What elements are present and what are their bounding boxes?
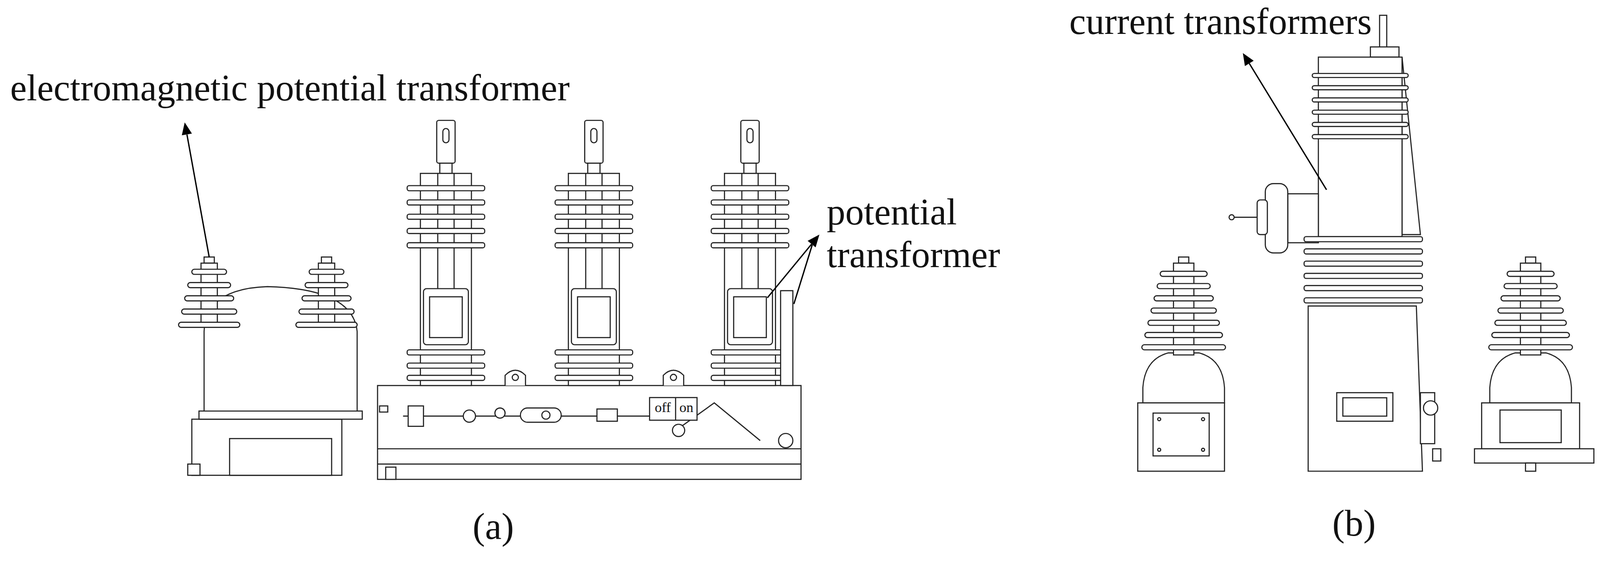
breaker-frame <box>778 433 793 448</box>
transformer-base <box>1157 448 1161 452</box>
breaker-frame <box>512 374 519 381</box>
breaker-side-view <box>1303 297 1423 303</box>
breaker-side-view <box>1370 46 1399 58</box>
pole-potential-transformer <box>780 290 793 386</box>
em-potential-transformer <box>309 269 344 275</box>
breaker-frame <box>408 406 424 427</box>
breaker-side-view <box>1432 448 1442 461</box>
breaker-side-view <box>1312 98 1409 103</box>
breaker-side-view <box>1343 397 1387 417</box>
leader-arrow <box>767 243 812 298</box>
breaker-frame <box>672 424 685 437</box>
switch-label: on <box>679 400 694 415</box>
switch-label: off <box>654 400 671 415</box>
breaker-side-view <box>1257 199 1268 235</box>
breaker-side-view <box>1229 214 1235 220</box>
breaker-frame <box>597 408 618 422</box>
breaker-frame <box>379 406 389 413</box>
em-potential-transformer <box>229 438 332 476</box>
transformer-base <box>1201 417 1205 422</box>
breaker-side-view <box>1265 183 1288 253</box>
em-potential-transformer <box>184 296 234 302</box>
breaker-frame <box>675 397 677 421</box>
breaker-side-view <box>1402 57 1421 235</box>
breaker-frame <box>541 411 551 420</box>
breaker-frame <box>520 408 562 423</box>
breaker-side-view <box>1303 285 1423 291</box>
transformer-base <box>1481 402 1580 449</box>
part-label: current transformers <box>1069 0 1372 43</box>
breaker-frame <box>377 463 801 465</box>
breaker-side-view <box>1312 85 1409 90</box>
part-label: potential transformer <box>826 190 1022 277</box>
potential-transformer <box>1141 256 1226 403</box>
breaker-frame <box>670 374 677 381</box>
breaker-side-view <box>1423 401 1438 416</box>
em-potential-transformer <box>298 309 355 315</box>
leader-arrow <box>181 122 192 136</box>
breaker-frame <box>494 408 506 419</box>
em-potential-transformer <box>191 419 343 476</box>
transformer-base <box>1201 448 1205 452</box>
breaker-frame <box>505 370 526 386</box>
breaker-side-view <box>1312 122 1409 127</box>
breaker-pole <box>711 120 789 386</box>
breaker-side-view <box>1303 236 1423 242</box>
em-potential-transformer <box>187 464 200 476</box>
breaker-side-view <box>1303 273 1423 279</box>
potential-transformer <box>1488 256 1573 403</box>
breaker-side-view <box>1336 392 1393 422</box>
leader-arrow <box>793 244 813 304</box>
breaker-frame <box>649 397 698 421</box>
transformer-base <box>1157 417 1161 422</box>
breaker-side-view <box>1318 57 1403 237</box>
transformer-base <box>1474 448 1594 464</box>
breaker-frame <box>377 385 801 480</box>
breaker-frame <box>663 370 684 386</box>
breaker-side-view <box>1420 392 1436 444</box>
figure-label: (b) <box>1332 501 1376 545</box>
transformer-base <box>1152 413 1210 456</box>
breaker-side-view <box>1312 134 1409 139</box>
em-potential-transformer <box>178 322 240 328</box>
figure-label: (a) <box>472 505 514 548</box>
em-potential-transformer <box>178 256 363 476</box>
breaker-side-view <box>1312 110 1409 115</box>
breaker-side-view <box>1303 261 1423 267</box>
breaker-side-view <box>1379 15 1387 52</box>
em-potential-transformer <box>181 309 238 315</box>
part-label: electromagnetic potential transformer <box>10 66 570 110</box>
breaker-side-view <box>1303 249 1423 255</box>
pole-potential-transformer <box>780 290 793 386</box>
leader-arrow <box>1249 63 1327 191</box>
breaker-side-view <box>1308 306 1423 472</box>
em-potential-transformer <box>191 269 227 275</box>
breaker-frame <box>463 410 476 423</box>
leader-arrow <box>186 134 210 257</box>
leader-arrow <box>807 234 820 248</box>
em-potential-transformer <box>302 296 351 302</box>
transformer-base <box>1500 410 1562 443</box>
em-potential-transformer <box>204 256 215 264</box>
breaker-frame <box>385 467 396 480</box>
breaker-side-view <box>1229 15 1442 472</box>
breaker-pole <box>555 120 633 386</box>
breaker-side-view <box>1231 216 1258 218</box>
breaker-side-view <box>1312 73 1409 78</box>
em-potential-transformer <box>198 411 363 420</box>
em-potential-transformer <box>305 282 349 288</box>
breaker-frame <box>377 448 801 450</box>
breaker-frame <box>377 370 801 480</box>
em-potential-transformer <box>187 282 231 288</box>
leader-arrow <box>1242 52 1254 66</box>
transformer-base <box>1525 463 1536 472</box>
transformer-base <box>1137 402 1225 472</box>
breaker-pole <box>407 120 485 386</box>
em-potential-transformer <box>321 256 332 264</box>
breaker-side-view <box>1287 193 1319 243</box>
em-potential-transformer <box>296 322 358 328</box>
